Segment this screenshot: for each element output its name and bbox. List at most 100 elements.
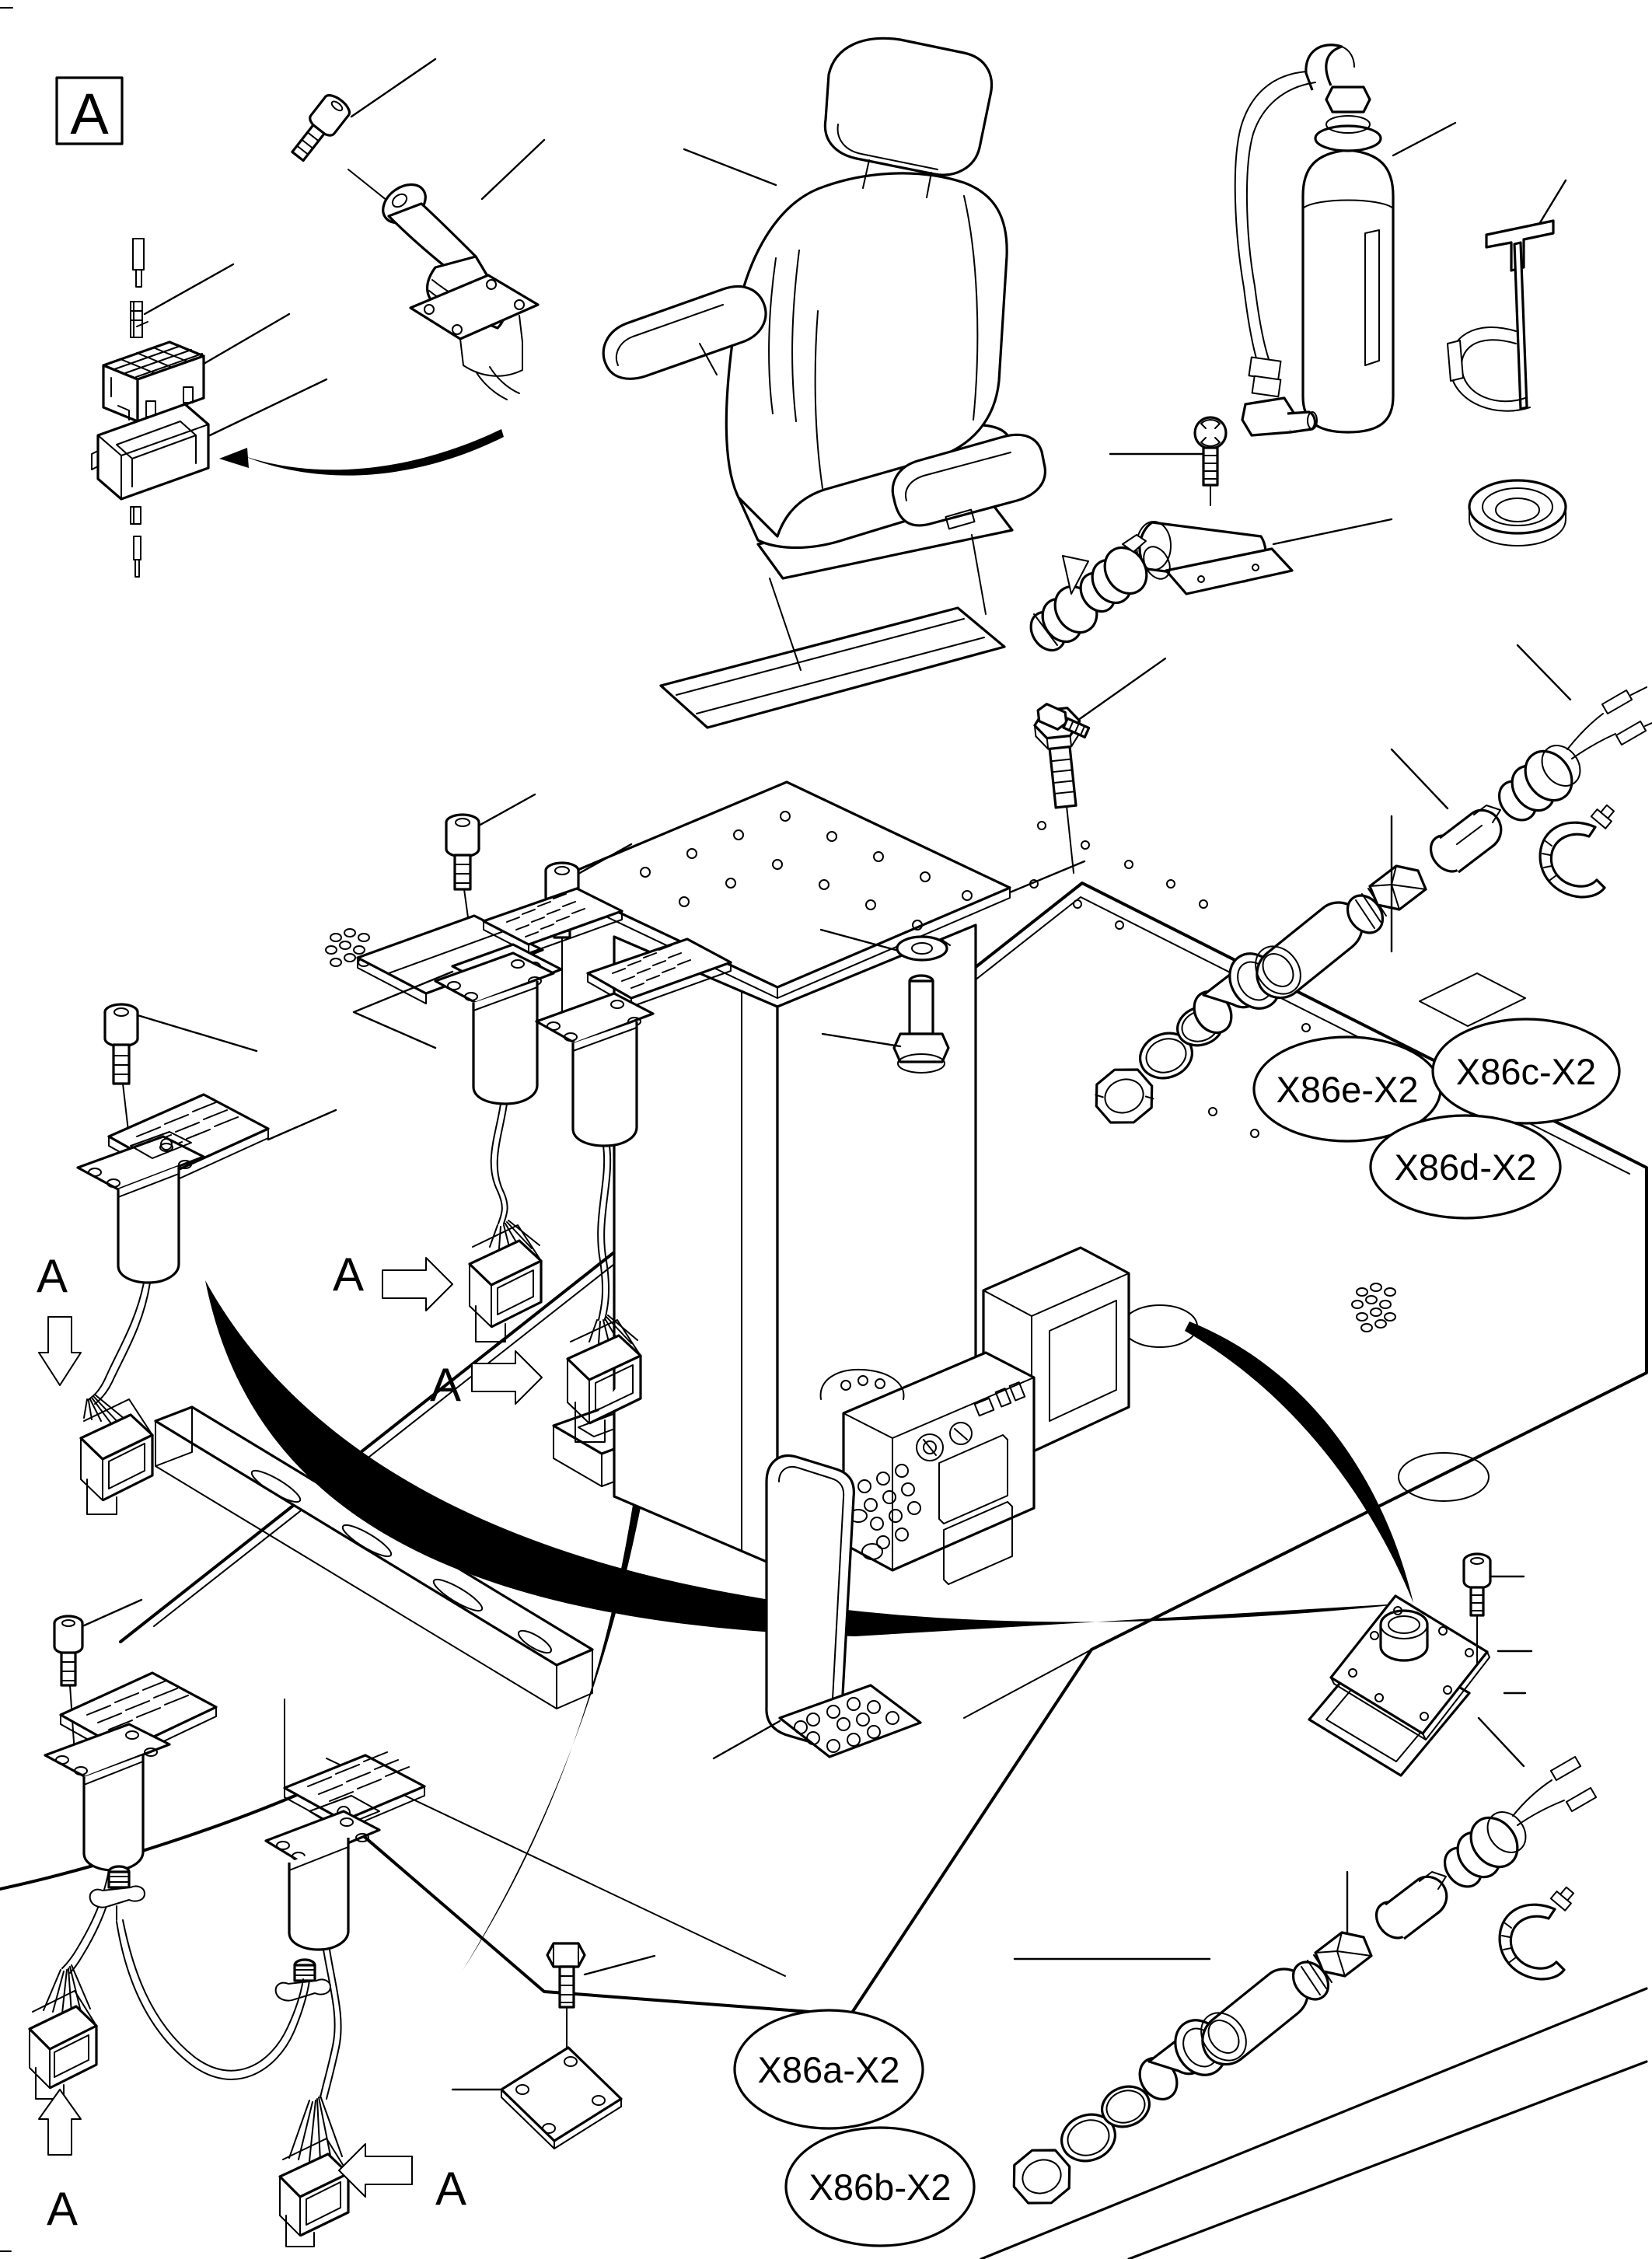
wire-grommet [1497,644,1652,822]
assembly-marker-4: A [38,2089,82,2235]
collar [1379,1609,1429,1662]
operator-seat [602,37,1046,729]
detail-marker-box: A [55,76,124,146]
pedal-link-hose [116,1919,310,2080]
o-ring-1 [1139,1032,1193,1080]
small-arrow-icon [1062,555,1089,595]
drain-hole-cluster-right [1351,1283,1396,1332]
bottom-pedal-B [264,1699,426,2100]
assembly-marker-3: A [430,1350,543,1411]
stud-and-washer [819,928,951,1074]
socket-bolt-1 [445,793,536,963]
mount-plate-holes [1348,1606,1474,1721]
cover-plate-small [451,2046,623,2149]
connector-housing [91,378,328,501]
hose-clamp-upper [1538,804,1615,899]
joystick-flange [409,274,540,340]
direction-arrow-down-icon [38,1316,82,1386]
boot-housing-group [1029,416,1393,738]
marker-letter: A [47,2183,78,2235]
socket-bolt-joystick [291,94,351,162]
crimp-terminal [130,263,235,338]
wire-grommet [1443,1716,1598,1888]
callout-text: X86e-X2 [1277,1069,1419,1110]
joystick-lever [382,138,546,400]
callout-text: X86c-X2 [1456,1051,1596,1092]
assembly-marker-2: A [333,1248,453,1311]
o-ring-2 [1101,2085,1151,2128]
connector-body [1374,1871,1448,1940]
hose-clamp-lower [1498,1886,1575,1981]
bolt-circle-plate [712,1684,922,1760]
assembly-marker-1: A [37,1250,82,1386]
extinguisher-bracket [1447,179,1567,546]
wire-connector-4 [278,2095,350,2247]
wire-connector-5 [28,1964,98,2100]
wire-connector-1 [79,1394,154,1515]
pedal-valve-left [76,1131,205,1284]
marker-letter: A [333,1248,364,1301]
plate-holes [640,811,973,930]
sleeve-tube [1255,901,1364,1000]
mount-plate-assembly [1308,1552,1533,1777]
callout-x86c: X86c-X2 [1431,1018,1621,1125]
connector-chain-lower [980,1716,1648,2259]
callout-x86b: X86b-X2 [784,2126,976,2247]
callout-text: X86b-X2 [809,2166,952,2208]
switch-panel [842,1351,1036,1585]
routing-arrow-crescent [219,429,504,476]
callout-text: X86d-X2 [1395,1147,1537,1188]
socket-bolt-left-pedal [103,1003,258,1165]
joystick-assembly [291,58,546,400]
boot-cover [1136,518,1393,595]
pedal-valve-1 [434,951,555,1105]
hex-bolt-small-plate [546,1942,656,2050]
bleeder-fitting-A [89,1865,145,1921]
direction-arrow-right-icon [382,1257,453,1311]
floor-holes [1029,821,1311,1138]
callout-x86d: X86d-X2 [1369,1114,1562,1220]
routing-arrow-swoosh-1 [205,1280,1413,1636]
direction-arrow-right-icon [471,1350,543,1405]
wire-pin-1 [132,238,145,288]
pedal-mount-plate [356,914,544,995]
connector-body [1429,805,1503,874]
dual-pedal-assembly [352,793,732,1321]
phillips-screw [1109,416,1228,506]
pedal-pad-2 [586,937,732,1007]
direction-arrow-left-icon [338,2143,413,2198]
boot-grommet-pair [1029,534,1171,652]
hex-bolt-seat [1033,657,1167,875]
fire-extinguisher [1234,44,1457,437]
detail-marker-letter: A [70,82,109,146]
left-pedal-assembly [76,1003,337,1405]
console-side-cover [765,1454,855,1746]
console-pod [819,1368,905,1400]
wire-pin-2 [130,506,141,578]
bracket-base [1468,479,1567,546]
locknut [1095,1068,1154,1124]
bracket-bar [1513,241,1528,410]
callout-x86e: X86e-X2 [1252,1035,1442,1143]
marker-letter: A [37,1250,68,1302]
keypad-buttons [857,1464,921,1549]
socket-bolt-mount [1462,1552,1492,1666]
extinguisher-hose [1234,71,1318,437]
armrest-left [602,285,767,380]
pedal-valve-2 [535,992,655,1147]
socket-bolt-pedal-A [53,1598,143,1754]
armrest-right [891,433,1046,530]
bleeder-fitting-B [274,1958,331,2002]
page-ticks [0,7,13,2252]
headrest [823,37,993,198]
locknut [1012,2149,1071,2205]
direction-arrow-up-icon [38,2089,82,2156]
routing-arrow-swoosh-3 [1185,1322,1413,1603]
callout-x86a: X86a-X2 [733,2009,924,2130]
side-rail [154,1405,594,1709]
callout-text: X86a-X2 [758,2049,900,2090]
hex-bolt-boot [1036,703,1091,738]
control-console [712,1246,1130,1760]
o-ring-1 [1060,2113,1116,2163]
